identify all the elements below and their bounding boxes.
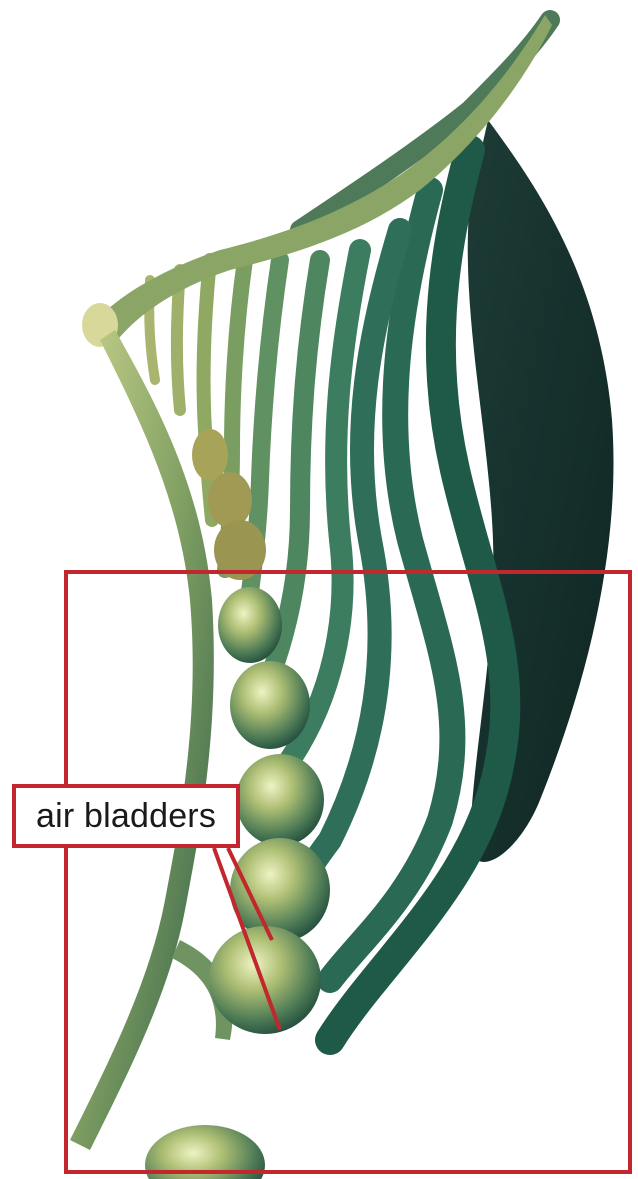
air-bladders-label: air bladders [12, 784, 240, 848]
